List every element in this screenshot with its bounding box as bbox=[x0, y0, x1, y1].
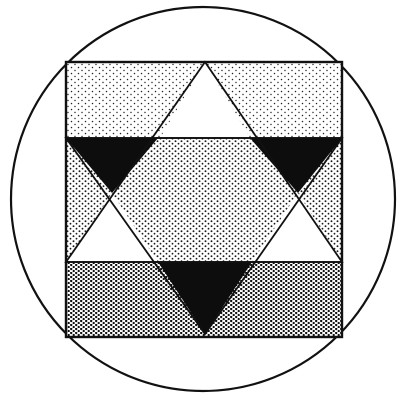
hexagram-square-circle-diagram bbox=[0, 0, 400, 399]
